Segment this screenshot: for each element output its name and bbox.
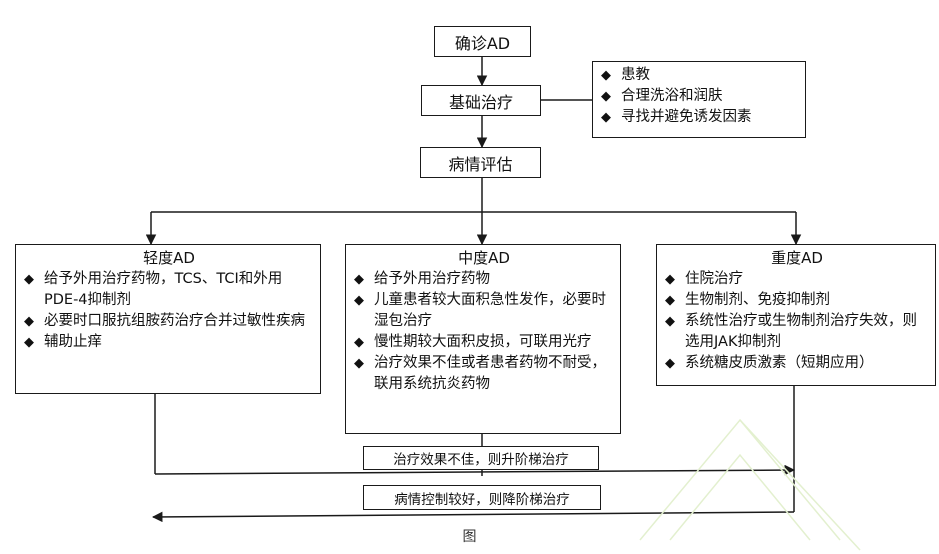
- mild-ad-item: 辅助止痒: [24, 332, 314, 353]
- mild-ad-title: 轻度AD: [143, 249, 195, 267]
- severe-ad-item: 住院治疗: [665, 269, 929, 290]
- severe-ad-item: 生物制剂、免疫抑制剂: [665, 290, 929, 311]
- step-down-label: 病情控制较好，则降阶梯治疗: [394, 491, 570, 508]
- severe-ad-panel: 重度AD 住院治疗 生物制剂、免疫抑制剂 系统性治疗或生物制剂治疗失效，则选用J…: [656, 244, 936, 386]
- severe-ad-item: 系统性治疗或生物制剂治疗失效，则选用JAK抑制剂: [665, 311, 929, 353]
- severe-ad-title: 重度AD: [771, 249, 823, 267]
- moderate-ad-list: 给予外用治疗药物 儿童患者较大面积急性发作，必要时湿包治疗 慢性期较大面积皮损，…: [354, 269, 614, 395]
- basic-detail-item: 患教: [601, 65, 799, 86]
- basic-treatment-box: 基础治疗: [421, 85, 541, 116]
- basic-detail-item: 合理洗浴和润肤: [601, 86, 799, 107]
- basic-detail-item: 寻找并避免诱发因素: [601, 107, 799, 128]
- moderate-ad-item: 给予外用治疗药物: [354, 269, 614, 290]
- moderate-ad-item: 儿童患者较大面积急性发作，必要时湿包治疗: [354, 290, 614, 332]
- basic-details-box: 患教 合理洗浴和润肤 寻找并避免诱发因素: [592, 61, 806, 138]
- diagnose-box: 确诊AD: [434, 26, 531, 57]
- step-down-label-box: 病情控制较好，则降阶梯治疗: [363, 485, 601, 510]
- mild-ad-item: 给予外用治疗药物，TCS、TCI和外用PDE-4抑制剂: [24, 269, 314, 311]
- assessment-box: 病情评估: [420, 147, 541, 178]
- arrow-step-up: [154, 464, 796, 476]
- watermark-graphic: [639, 418, 861, 551]
- moderate-ad-item: 慢性期较大面积皮损，可联用光疗: [354, 332, 614, 353]
- mild-ad-list: 给予外用治疗药物，TCS、TCI和外用PDE-4抑制剂 必要时口服抗组胺药治疗合…: [24, 269, 314, 353]
- moderate-ad-title: 中度AD: [458, 249, 510, 267]
- basic-details-list: 患教 合理洗浴和润肤 寻找并避免诱发因素: [601, 65, 799, 128]
- severe-ad-item: 系统糖皮质激素（短期应用）: [665, 353, 929, 374]
- moderate-ad-panel: 中度AD 给予外用治疗药物 儿童患者较大面积急性发作，必要时湿包治疗 慢性期较大…: [345, 244, 621, 434]
- arrow-step-down: [151, 511, 795, 523]
- step-up-label: 治疗效果不佳，则升阶梯治疗: [393, 452, 569, 468]
- assessment-label: 病情评估: [448, 154, 513, 174]
- mild-ad-item: 必要时口服抗组胺药治疗合并过敏性疾病: [24, 311, 314, 332]
- mild-ad-panel: 轻度AD 给予外用治疗药物，TCS、TCI和外用PDE-4抑制剂 必要时口服抗组…: [15, 244, 321, 394]
- moderate-ad-item: 治疗效果不佳或者患者药物不耐受，联用系统抗炎药物: [354, 353, 614, 395]
- step-up-label-box: 治疗效果不佳，则升阶梯治疗: [363, 446, 599, 470]
- basic-treatment-label: 基础治疗: [448, 92, 513, 112]
- diagnose-label: 确诊AD: [454, 33, 511, 53]
- severe-ad-list: 住院治疗 生物制剂、免疫抑制剂 系统性治疗或生物制剂治疗失效，则选用JAK抑制剂…: [665, 269, 929, 374]
- figure-caption: 图: [462, 529, 477, 545]
